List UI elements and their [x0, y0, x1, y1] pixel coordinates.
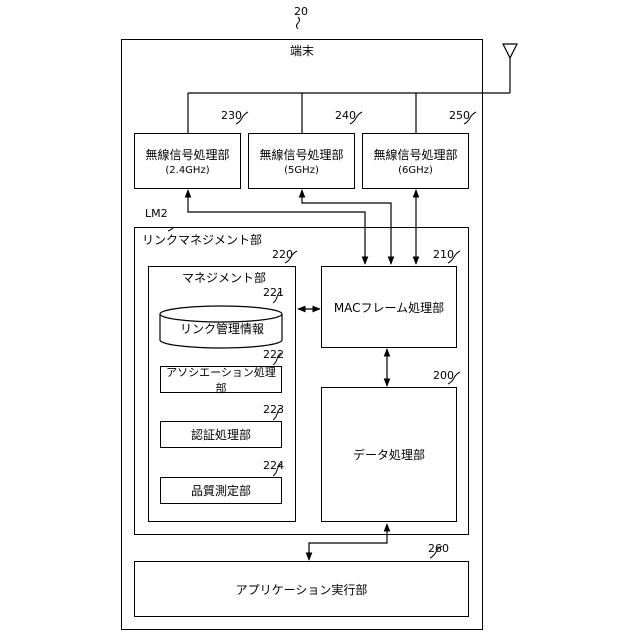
- app-label: アプリケーション実行部: [236, 581, 368, 598]
- quality-ref: 224: [263, 460, 284, 471]
- radio-band: (5GHz): [284, 165, 319, 176]
- radio-block-2-4ghz: 無線信号処理部 (2.4GHz): [134, 133, 241, 189]
- antenna-icon: [503, 44, 517, 58]
- quality-label: 品質測定部: [191, 482, 251, 499]
- association-block: アソシエーション処理部: [160, 366, 282, 393]
- radio-band: (2.4GHz): [165, 165, 209, 176]
- radio-block-6ghz: 無線信号処理部 (6GHz): [362, 133, 469, 189]
- terminal-ref: 20: [294, 6, 308, 17]
- link-info-label: リンク管理情報: [180, 323, 264, 335]
- radio-label: 無線信号処理部: [373, 146, 457, 163]
- link-management-label: リンクマネジメント部: [142, 234, 262, 246]
- data-proc-block: データ処理部: [321, 387, 457, 522]
- management-ref: 220: [272, 249, 293, 260]
- quality-block: 品質測定部: [160, 477, 282, 504]
- radio-label: 無線信号処理部: [259, 146, 343, 163]
- app-block: アプリケーション実行部: [134, 561, 469, 617]
- association-label: アソシエーション処理部: [161, 364, 281, 396]
- terminal-label: 端末: [290, 45, 314, 57]
- management-label: マネジメント部: [182, 272, 266, 284]
- radio-240-ref: 240: [335, 110, 356, 121]
- auth-label: 認証処理部: [191, 426, 251, 443]
- radio-band: (6GHz): [398, 165, 433, 176]
- mac-label: MACフレーム処理部: [334, 299, 444, 316]
- association-ref: 222: [263, 349, 284, 360]
- auth-ref: 223: [263, 404, 284, 415]
- link-info-ref: 221: [263, 287, 284, 298]
- data-proc-label: データ処理部: [353, 446, 425, 463]
- data-proc-ref: 200: [433, 370, 454, 381]
- radio-230-ref: 230: [221, 110, 242, 121]
- radio-label: 無線信号処理部: [145, 146, 229, 163]
- radio-250-ref: 250: [449, 110, 470, 121]
- link-management-ref: LM2: [145, 208, 168, 219]
- mac-ref: 210: [433, 249, 454, 260]
- mac-block: MACフレーム処理部: [321, 266, 457, 348]
- app-ref: 260: [428, 543, 449, 554]
- auth-block: 認証処理部: [160, 421, 282, 448]
- radio-block-5ghz: 無線信号処理部 (5GHz): [248, 133, 355, 189]
